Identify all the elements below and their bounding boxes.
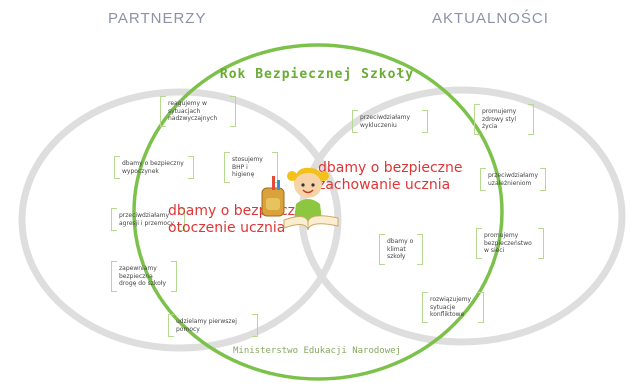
card-droga[interactable]: zapewniamy bezpieczną drogę do szkoły: [111, 261, 177, 292]
card-klimat[interactable]: dbamy o klimat szkoły: [379, 234, 423, 265]
card-styl-zycia[interactable]: promujemy zdrowy styl życia: [474, 104, 534, 135]
card-bezpieczenstwo-sieci[interactable]: promujemy bezpieczeństwo w sieci: [476, 228, 544, 259]
partners-heading[interactable]: PARTNERZY: [108, 10, 207, 27]
card-pomoc[interactable]: udzielamy pierwszej pomocy: [168, 314, 258, 337]
card-agresja[interactable]: przeciwdziałamy agresji i przemocy: [111, 208, 185, 231]
card-konflikty[interactable]: rozwiązujemy sytuacje konfliktowe: [422, 292, 484, 323]
card-wypoczynek[interactable]: dbamy o bezpieczny wypoczynek: [114, 156, 194, 179]
center-title: Rok Bezpiecznej Szkoły: [219, 67, 415, 82]
footer-ministry: Ministerstwo Edukacji Narodowej: [233, 346, 401, 356]
girl-with-book-and-backpack-icon: [261, 167, 339, 231]
slogan-behavior: dbamy o bezpieczne zachowanie ucznia: [318, 160, 463, 193]
card-wykluczenie[interactable]: przeciwdziałamy wykluczeniu: [352, 110, 428, 133]
center-green-ring: [132, 43, 504, 381]
card-reagujemy[interactable]: reagujemy w sytuacjach nadzwyczajnych: [160, 96, 236, 127]
news-heading[interactable]: AKTUALNOŚCI: [432, 10, 549, 27]
card-uzaleznienia[interactable]: przeciwdziałamy uzależnieniom: [480, 168, 546, 191]
